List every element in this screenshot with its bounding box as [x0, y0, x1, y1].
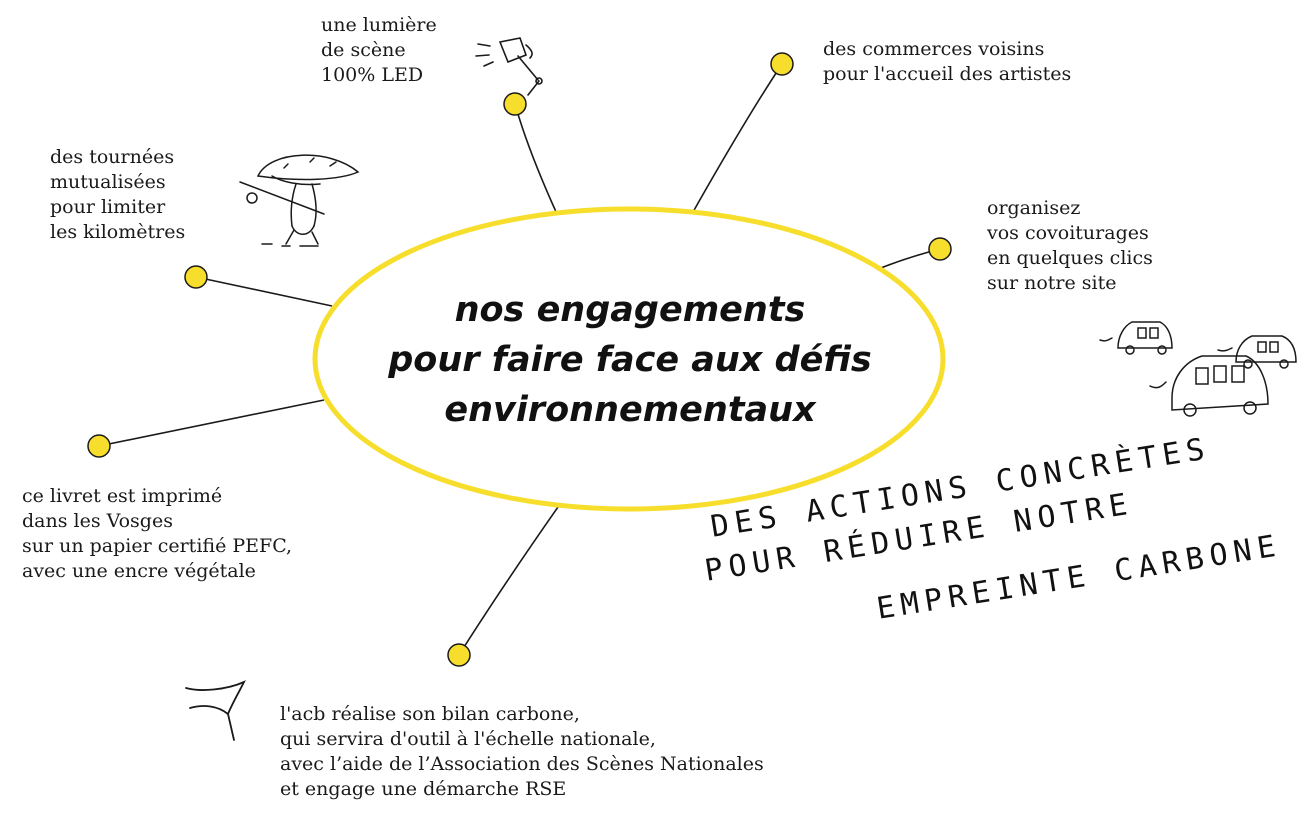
text-lumiere: une lumière de scène 100% LED [321, 14, 437, 86]
node-dot-lumiere [503, 92, 527, 116]
cars-icon [1099, 321, 1297, 417]
connector-commerces [692, 63, 783, 213]
node-dot-commerces [770, 52, 794, 76]
flag-icon [185, 680, 246, 741]
node-dot-covoiturage [928, 237, 952, 261]
node-dot-livret [87, 434, 111, 458]
connector-livret [98, 399, 325, 447]
connector-bilan [458, 506, 559, 656]
center-ellipse [312, 206, 946, 512]
node-dot-bilan [447, 643, 471, 667]
connector-lumiere [514, 103, 558, 215]
mushroom-traveler-icon [239, 154, 360, 247]
text-livret: ce livret est imprimé dans les Vosges su… [22, 485, 293, 582]
handwritten-slogan: DES ACTIONS CONCRÈTES POUR RÉDUIRE NOTRE… [702, 431, 1283, 638]
text-covoiturage: organisez vos covoiturages en quelques c… [987, 197, 1153, 294]
text-bilan: l'acb réalise son bilan carbone, qui ser… [280, 703, 764, 800]
text-commerces: des commerces voisins pour l'accueil des… [823, 38, 1072, 85]
lamp-icon [475, 37, 543, 96]
connector-tournees [195, 276, 333, 307]
node-dot-tournees [184, 265, 208, 289]
text-tournees: des tournées mutualisées pour limiter le… [50, 146, 186, 243]
center-title: nos engagements pour faire face aux défi… [388, 290, 872, 430]
